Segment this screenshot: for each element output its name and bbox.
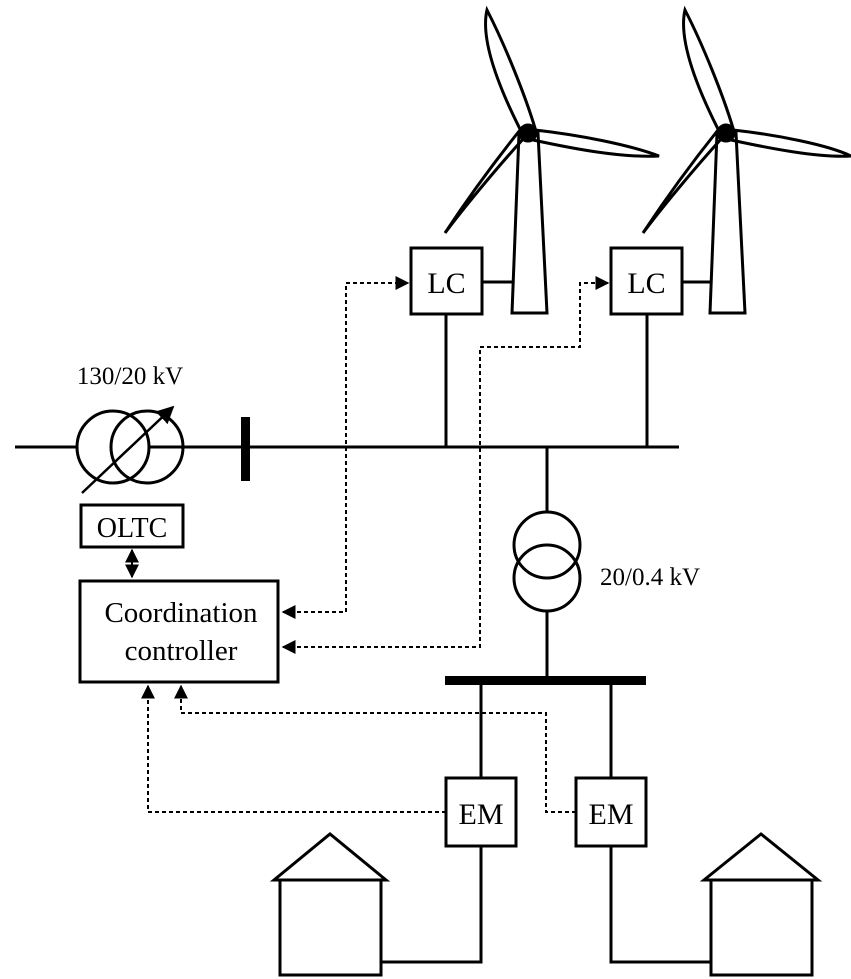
comm-link-em-2 xyxy=(174,684,576,813)
comm-link-lc-2 xyxy=(281,276,610,654)
house-left xyxy=(269,832,391,977)
communication-links xyxy=(141,276,610,813)
oltc-unit: OLTC xyxy=(79,503,185,549)
house-right xyxy=(699,832,823,977)
lv-transformer-rating: 20/0.4 kV xyxy=(600,564,700,591)
turbine-2-blade-left xyxy=(641,127,724,234)
house-1-service-line xyxy=(381,846,483,964)
turbine-2-hub xyxy=(716,123,736,143)
coordination-controller: Coordination controller xyxy=(78,579,280,684)
turbine-2-blade-top xyxy=(682,5,735,135)
turbine-1-blade-top xyxy=(484,5,537,135)
lc-unit-1: LC xyxy=(409,246,484,316)
busbar-marker xyxy=(241,417,250,481)
lc-1-label: LC xyxy=(427,267,465,300)
lv-transformer xyxy=(512,510,582,613)
turbine-2-blade-right xyxy=(729,128,851,158)
comm-link-em-1 xyxy=(141,684,446,813)
turbine-1-tower xyxy=(510,131,549,315)
hv-transformer xyxy=(75,405,185,494)
em-unit-1: EM xyxy=(444,776,518,848)
turbine-1-hub xyxy=(518,123,538,143)
em-2-label: EM xyxy=(589,798,634,831)
controller-label-line1: Coordination xyxy=(104,597,258,629)
lc-unit-2: LC xyxy=(609,246,684,316)
controller-label-line2: controller xyxy=(125,635,238,667)
turbine-1-blade-left xyxy=(443,127,526,234)
lv-busbar xyxy=(445,676,646,685)
hv-transformer-rating: 130/20 kV xyxy=(77,363,183,390)
em-1-label: EM xyxy=(459,798,504,831)
oltc-label: OLTC xyxy=(97,513,168,544)
lc-2-label: LC xyxy=(627,267,665,300)
tap-changer-arrow xyxy=(81,405,175,494)
house-2-service-line xyxy=(609,846,711,964)
em-unit-2: EM xyxy=(574,776,648,848)
wind-turbine-2 xyxy=(641,5,851,315)
turbine-2-tower xyxy=(708,131,747,315)
turbine-1-blade-right xyxy=(531,128,660,158)
